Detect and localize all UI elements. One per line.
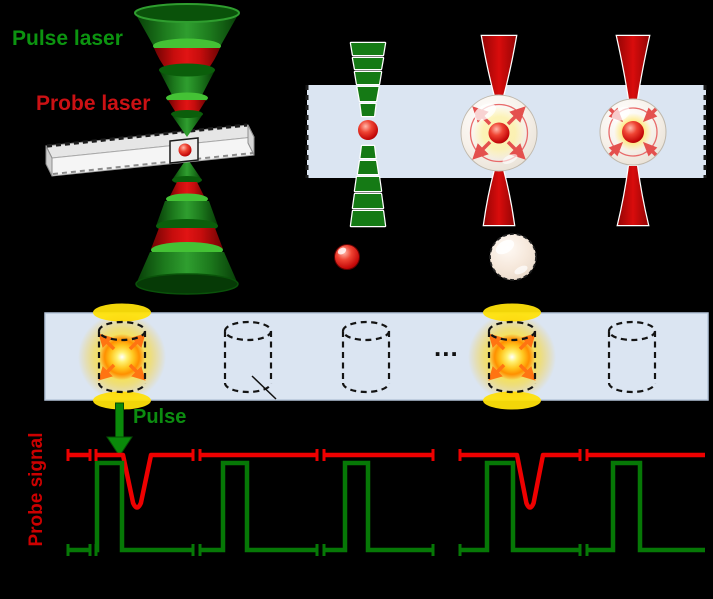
pulse-train-trace <box>68 460 705 553</box>
pulsed-green-beam <box>349 41 387 228</box>
legend-nanoparticle <box>334 244 360 270</box>
cell-with-plasmonic-bubble <box>468 303 556 410</box>
empty-cell-outline <box>341 320 391 394</box>
microfluidic-channel <box>45 123 255 177</box>
cells-layer <box>78 303 657 410</box>
trapped-nanoparticle <box>178 143 192 157</box>
top-objective-cone-stack <box>134 3 240 137</box>
ellipsis-label: ... <box>434 332 459 362</box>
probe-beam-expanding-stage <box>460 34 538 227</box>
signal-axis-label: Probe signal <box>26 432 47 547</box>
axis-break-ticks <box>66 449 589 556</box>
pulse-down-arrow <box>106 402 133 457</box>
probe-laser-label: Probe laser <box>36 92 151 115</box>
bottom-objective-cone-stack <box>135 158 239 295</box>
focus-sample-box <box>169 137 199 164</box>
empty-cell-outline <box>223 320 273 394</box>
probe-beam-collapsing-stage <box>599 34 667 227</box>
empty-cell-outline <box>607 320 657 394</box>
signal-traces <box>66 449 705 556</box>
cell-callout-line <box>251 375 277 400</box>
pulse-arrow-label: Pulse <box>133 406 187 428</box>
cell-with-plasmonic-bubble <box>78 303 166 410</box>
probe-signal-trace <box>68 452 705 510</box>
legend-bubble <box>489 233 537 281</box>
pulse-laser-label: Pulse laser <box>12 27 123 50</box>
heated-nanoparticle <box>358 120 378 140</box>
